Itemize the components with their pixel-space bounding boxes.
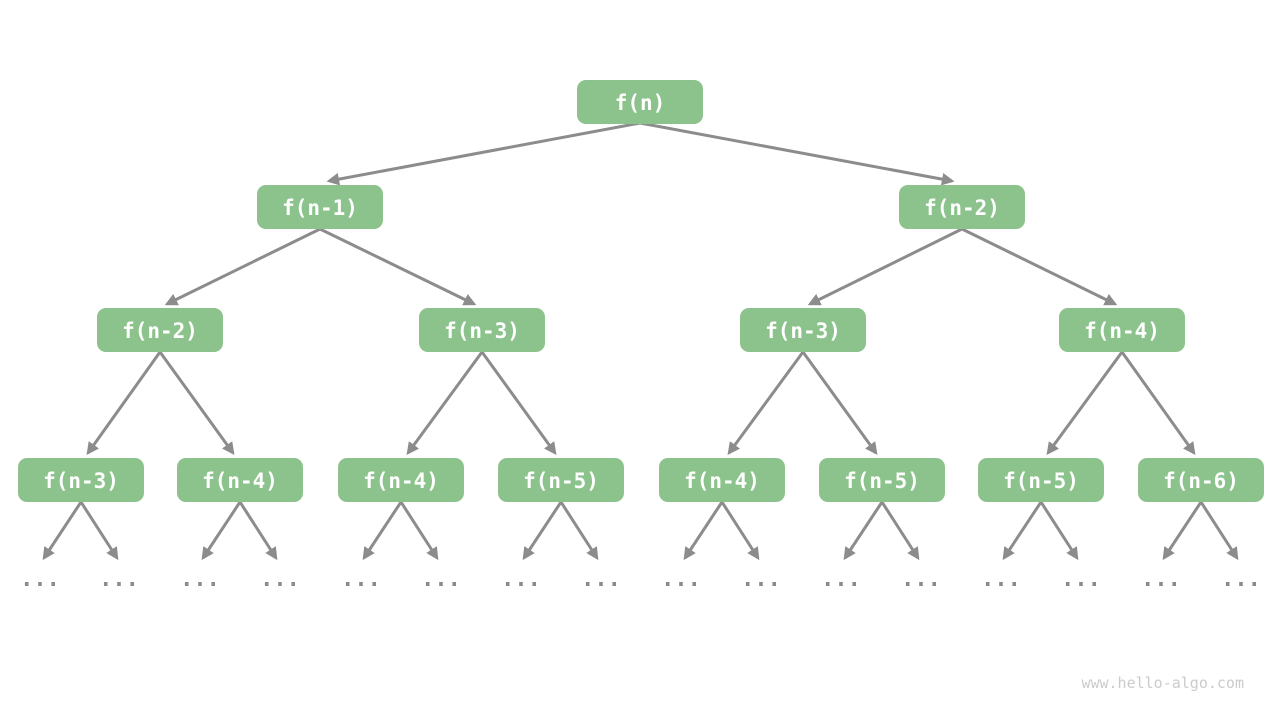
node-label: f(n-3) [43, 469, 119, 493]
ellipsis-leaf: ... [901, 567, 941, 592]
tree-edge [238, 501, 278, 561]
tree-edge [326, 121, 641, 186]
node-box [18, 458, 144, 502]
node-box [1138, 458, 1264, 502]
tree-node-l2-2: f(n-3) [740, 308, 866, 352]
tree-node-root: f(n) [577, 80, 703, 124]
ellipsis-leaf: ... [99, 567, 139, 592]
node-label: f(n-4) [1084, 319, 1160, 343]
node-label: f(n-3) [444, 319, 520, 343]
ellipsis-leaf: ... [1221, 567, 1261, 592]
tree-edge [164, 227, 321, 306]
tree-node-l2-1: f(n-3) [419, 308, 545, 352]
tree-node-l1-0: f(n-1) [257, 185, 383, 229]
tree-node-l3-3: f(n-5) [498, 458, 624, 502]
tree-node-l3-2: f(n-4) [338, 458, 464, 502]
tree-edge [79, 501, 119, 561]
node-label: f(n-1) [282, 196, 358, 220]
ellipsis-leaf: ... [981, 567, 1021, 592]
node-box [257, 185, 383, 229]
tree-edge [961, 227, 1118, 306]
ellipsis-leaf: ... [821, 567, 861, 592]
tree-edge [559, 501, 599, 561]
tree-edge [319, 227, 477, 306]
node-box [659, 458, 785, 502]
tree-edge [522, 501, 563, 561]
node-label: f(n-4) [363, 469, 439, 493]
node-box [978, 458, 1104, 502]
tree-edge [843, 501, 884, 561]
ellipsis-leaf: ... [581, 567, 621, 592]
watermark: www.hello-algo.com [1081, 674, 1244, 692]
tree-node-l3-6: f(n-5) [978, 458, 1104, 502]
ellipsis-leaf: ... [661, 567, 701, 592]
node-box [97, 308, 223, 352]
node-box [740, 308, 866, 352]
node-box [899, 185, 1025, 229]
tree-edge [1162, 501, 1203, 561]
ellipsis-leaf: ... [341, 567, 381, 592]
node-label: f(n-5) [523, 469, 599, 493]
tree-edge [801, 351, 878, 456]
tree-edge [727, 351, 805, 456]
tree-node-l3-1: f(n-4) [177, 458, 303, 502]
tree-edge [807, 227, 963, 306]
tree-edge [683, 501, 724, 561]
node-label: f(n) [615, 91, 666, 115]
tree-edge [406, 351, 484, 456]
node-label: f(n-4) [202, 469, 278, 493]
node-box [338, 458, 464, 502]
tree-edges [42, 121, 1239, 561]
tree-node-l2-0: f(n-2) [97, 308, 223, 352]
tree-edge [480, 351, 557, 456]
node-box [577, 80, 703, 124]
node-label: f(n-2) [924, 196, 1000, 220]
ellipsis-leaf: ... [180, 567, 220, 592]
tree-edge [399, 501, 439, 561]
node-label: f(n-6) [1163, 469, 1239, 493]
node-label: f(n-3) [765, 319, 841, 343]
ellipsis-leaves: ... ... ... ... ... ... ... ... ... ... … [20, 567, 1261, 592]
tree-node-l2-3: f(n-4) [1059, 308, 1185, 352]
tree-edge [362, 501, 403, 561]
tree-node-l3-4: f(n-4) [659, 458, 785, 502]
tree-node-l3-5: f(n-5) [819, 458, 945, 502]
tree-node-l3-0: f(n-3) [18, 458, 144, 502]
tree-node-l3-7: f(n-6) [1138, 458, 1264, 502]
tree-edge [1199, 501, 1239, 561]
tree-edge [1039, 501, 1079, 561]
node-box [498, 458, 624, 502]
tree-node-l1-1: f(n-2) [899, 185, 1025, 229]
tree-edge [1002, 501, 1043, 561]
node-box [1059, 308, 1185, 352]
tree-edge [720, 501, 760, 561]
node-label: f(n-5) [1003, 469, 1079, 493]
ellipsis-leaf: ... [501, 567, 541, 592]
ellipsis-leaf: ... [1061, 567, 1101, 592]
tree-edge [880, 501, 920, 561]
ellipsis-leaf: ... [741, 567, 781, 592]
node-label: f(n-2) [122, 319, 198, 343]
tree-edge [1046, 351, 1124, 456]
tree-edge [201, 501, 242, 561]
node-box [819, 458, 945, 502]
tree-edge [86, 351, 162, 456]
ellipsis-leaf: ... [1141, 567, 1181, 592]
node-box [419, 308, 545, 352]
node-box [177, 458, 303, 502]
tree-edge [42, 501, 83, 561]
ellipsis-leaf: ... [421, 567, 461, 592]
node-label: f(n-4) [684, 469, 760, 493]
node-label: f(n-5) [844, 469, 920, 493]
tree-edge [639, 121, 955, 186]
tree-edge [1120, 351, 1196, 456]
ellipsis-leaf: ... [260, 567, 300, 592]
tree-edge [158, 351, 235, 456]
ellipsis-leaf: ... [20, 567, 60, 592]
